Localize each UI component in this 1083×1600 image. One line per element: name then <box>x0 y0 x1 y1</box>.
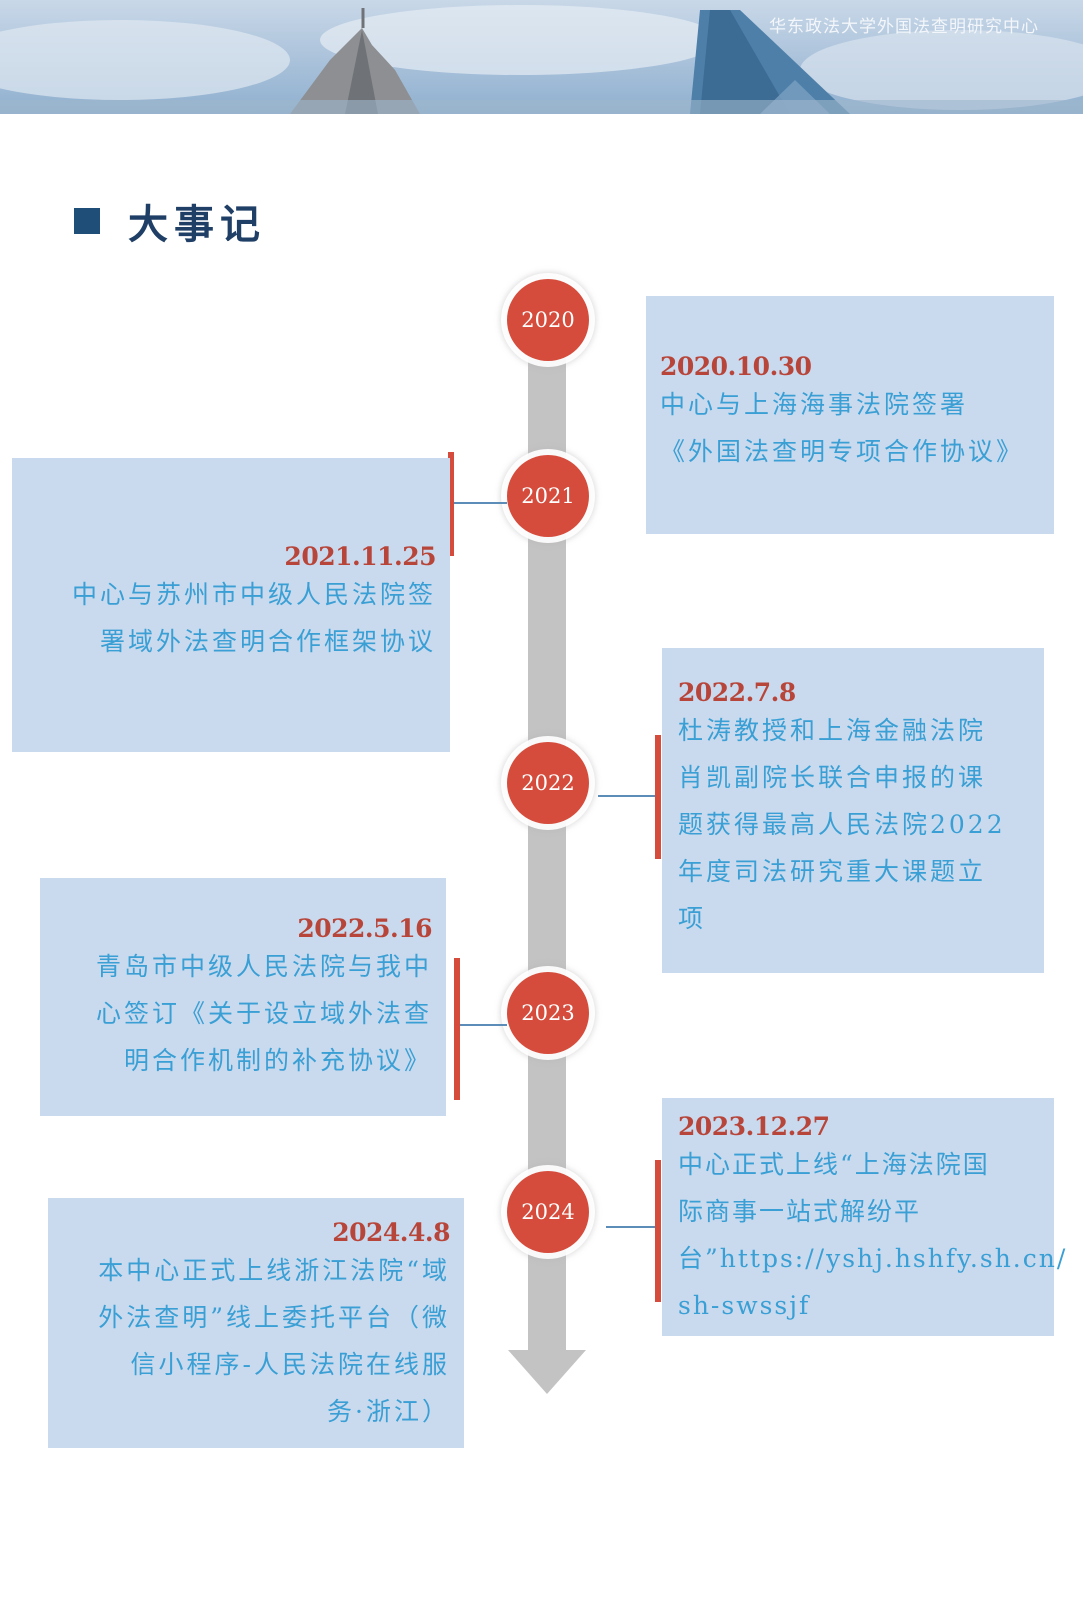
connector-2023 <box>460 1024 507 1026</box>
timeline-arrow <box>508 1350 586 1394</box>
event-description: 中心与上海海事法院签署 《外国法查明专项合作协议》 <box>660 390 1025 466</box>
year-marker-2022: 2022 <box>507 742 589 824</box>
bracket-2024 <box>655 1160 661 1302</box>
section-heading: 大事记 <box>74 196 266 248</box>
connector-2021 <box>454 502 507 504</box>
year-marker-2023: 2023 <box>507 972 589 1054</box>
header-banner: 华东政法大学外国法查明研究中心 <box>0 0 1083 114</box>
event-date: 2022.5.16 <box>297 914 432 943</box>
event-description: 中心正式上线“上海法院国 际商事一站式解纷平 台”https://yshj.hs… <box>678 1150 1068 1320</box>
event-description: 本中心正式上线浙江法院“域 外法查明”线上委托平台（微 信小程序-人民法院在线服… <box>98 1256 450 1426</box>
event-date: 2020.10.30 <box>660 352 812 381</box>
year-marker-2020: 2020 <box>507 279 589 361</box>
connector-2022 <box>598 795 655 797</box>
event-card-2020: 2020.10.30 中心与上海海事法院签署 《外国法查明专项合作协议》 <box>646 296 1054 534</box>
event-date: 2024.4.8 <box>332 1218 450 1247</box>
event-card-2024: 2024.4.8 本中心正式上线浙江法院“域 外法查明”线上委托平台（微 信小程… <box>48 1198 464 1448</box>
bracket-2021 <box>448 452 454 556</box>
event-date: 2022.7.8 <box>678 678 796 707</box>
year-marker-2024: 2024 <box>507 1171 589 1253</box>
event-date: 2021.11.25 <box>284 542 436 571</box>
event-card-2023: 2023.12.27 中心正式上线“上海法院国 际商事一站式解纷平 台”http… <box>662 1098 1068 1336</box>
year-marker-2021: 2021 <box>507 455 589 537</box>
event-description: 中心与苏州市中级人民法院签 署域外法查明合作框架协议 <box>71 580 436 656</box>
event-card-2021: 2021.11.25 中心与苏州市中级人民法院签 署域外法查明合作框架协议 <box>12 458 450 752</box>
skyline-image <box>0 5 1083 114</box>
institution-name: 华东政法大学外国法查明研究中心 <box>769 17 1039 37</box>
event-card-2022-jul: 2022.7.8 杜涛教授和上海金融法院 肖凯副院长联合申报的课 题获得最高人民… <box>662 648 1044 973</box>
event-date: 2023.12.27 <box>678 1112 830 1141</box>
section-title: 大事记 <box>128 201 266 248</box>
connector-2024 <box>606 1226 655 1228</box>
event-card-2022-may: 2022.5.16 青岛市中级人民法院与我中 心签订《关于设立域外法查 明合作机… <box>40 878 446 1116</box>
bracket-2023 <box>454 958 460 1100</box>
event-description: 杜涛教授和上海金融法院 肖凯副院长联合申报的课 题获得最高人民法院2022 年度… <box>678 716 1006 933</box>
bracket-2022 <box>655 735 661 859</box>
heading-square-icon <box>74 208 100 234</box>
event-description: 青岛市中级人民法院与我中 心签订《关于设立域外法查 明合作机制的补充协议》 <box>95 952 432 1075</box>
